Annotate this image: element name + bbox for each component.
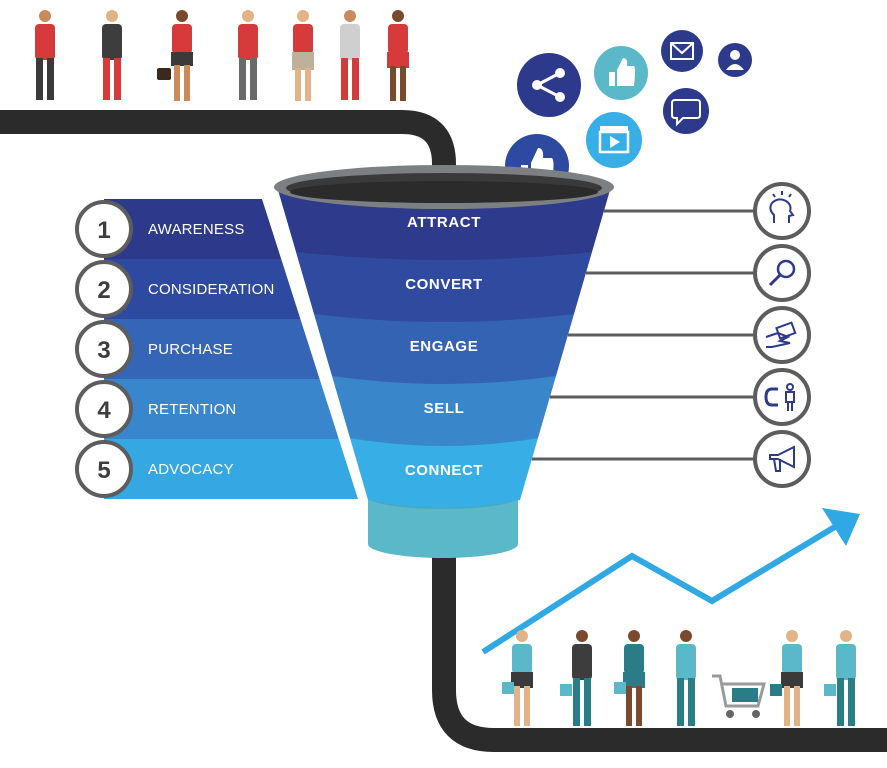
benefit-badge bbox=[549, 368, 811, 426]
person-figure bbox=[770, 630, 803, 726]
stage-number-badge bbox=[75, 260, 133, 318]
person-figure bbox=[502, 630, 533, 726]
card-payment-icon bbox=[765, 321, 797, 348]
stage-row: 1 AWARENESS bbox=[75, 199, 282, 259]
funnel-band: CONNECT bbox=[350, 438, 538, 508]
funnel-bands: CONNECT SELL ENGAGE CONVERT ATTRACT bbox=[278, 190, 610, 508]
funnel-band-label: CONNECT bbox=[405, 462, 483, 479]
person-figure bbox=[824, 630, 856, 726]
funnel-band-label: ATTRACT bbox=[407, 214, 481, 231]
road-path-bottom bbox=[432, 556, 887, 752]
like-icon bbox=[594, 46, 648, 100]
benefit-badge bbox=[531, 430, 811, 488]
stage-row: 3 PURCHASE bbox=[75, 319, 320, 379]
stage-label: ADVOCACY bbox=[148, 461, 234, 478]
stage-number: 3 bbox=[97, 337, 110, 364]
badge-ring bbox=[753, 368, 811, 426]
stage-band bbox=[104, 259, 301, 319]
person-figure bbox=[387, 10, 409, 101]
stage-number: 2 bbox=[97, 277, 110, 304]
stage-label: RETENTION bbox=[148, 401, 236, 418]
benefit-badge bbox=[567, 306, 811, 364]
funnel-band-label: SELL bbox=[424, 400, 465, 417]
person-figure bbox=[340, 10, 360, 100]
stage-band bbox=[104, 199, 282, 259]
user-icon bbox=[718, 43, 752, 77]
funnel-band: SELL bbox=[332, 376, 556, 446]
badge-ring bbox=[753, 182, 811, 240]
funnel-benefit-badges bbox=[531, 182, 811, 488]
stage-number-badge bbox=[75, 200, 133, 258]
stage-label: PURCHASE bbox=[148, 341, 233, 358]
video-icon bbox=[586, 112, 642, 168]
funnel-band: ATTRACT bbox=[278, 190, 610, 260]
funnel-spout-bottom bbox=[368, 530, 518, 558]
stage-band bbox=[104, 319, 320, 379]
benefit-badge bbox=[603, 182, 811, 240]
funnel-band-shape bbox=[314, 314, 574, 384]
person-figure bbox=[35, 10, 55, 100]
person-figure bbox=[102, 10, 122, 100]
person-figure bbox=[238, 10, 258, 100]
funnel-band-label: CONVERT bbox=[405, 276, 483, 293]
stage-label: CONSIDERATION bbox=[148, 281, 275, 298]
badge-ring bbox=[753, 430, 811, 488]
stage-number: 1 bbox=[97, 217, 110, 244]
stage-number-badge bbox=[75, 320, 133, 378]
stage-number-badge bbox=[75, 440, 133, 498]
funnel-band-shape bbox=[278, 190, 610, 260]
stages-list: 1 AWARENESS 2 CONSIDERATION 3 PURCHASE 4 RETENT… bbox=[75, 199, 358, 499]
chat-icon bbox=[663, 88, 709, 134]
funnel-band-shape bbox=[296, 252, 592, 322]
stage-label: AWARENESS bbox=[148, 221, 245, 238]
benefit-badge bbox=[585, 244, 811, 302]
stage-band bbox=[104, 379, 339, 439]
funnel-band: CONVERT bbox=[296, 252, 592, 322]
stage-number: 4 bbox=[97, 397, 111, 424]
megaphone-icon bbox=[769, 445, 795, 472]
funnel-band: ENGAGE bbox=[314, 314, 574, 384]
badge-ring bbox=[753, 244, 811, 302]
stage-row: 5 ADVOCACY bbox=[75, 439, 358, 499]
bottom-people-group bbox=[502, 630, 856, 726]
idea-head-icon bbox=[769, 191, 795, 223]
stage-band bbox=[104, 439, 358, 499]
magnifier-icon bbox=[768, 259, 796, 287]
shopping-cart bbox=[712, 674, 766, 718]
growth-arrow bbox=[481, 508, 860, 655]
person-figure bbox=[560, 630, 592, 726]
top-people-group bbox=[35, 10, 409, 101]
road-path bbox=[0, 110, 456, 190]
stage-number-badge bbox=[75, 380, 133, 438]
share-icon bbox=[517, 53, 581, 117]
funnel: CONNECT SELL ENGAGE CONVERT ATTRACT bbox=[274, 165, 614, 558]
person-figure bbox=[292, 10, 314, 101]
funnel-band-shape bbox=[350, 438, 538, 508]
stage-row: 4 RETENTION bbox=[75, 379, 339, 439]
stage-number: 5 bbox=[97, 457, 110, 484]
funnel-band-shape bbox=[332, 376, 556, 446]
mail-icon bbox=[661, 30, 703, 72]
person-figure bbox=[614, 630, 645, 726]
person-figure bbox=[157, 10, 193, 101]
stage-row: 2 CONSIDERATION bbox=[75, 259, 301, 319]
person-figure bbox=[676, 630, 696, 726]
magnet-person-icon bbox=[764, 383, 795, 411]
funnel-band-label: ENGAGE bbox=[410, 338, 479, 355]
